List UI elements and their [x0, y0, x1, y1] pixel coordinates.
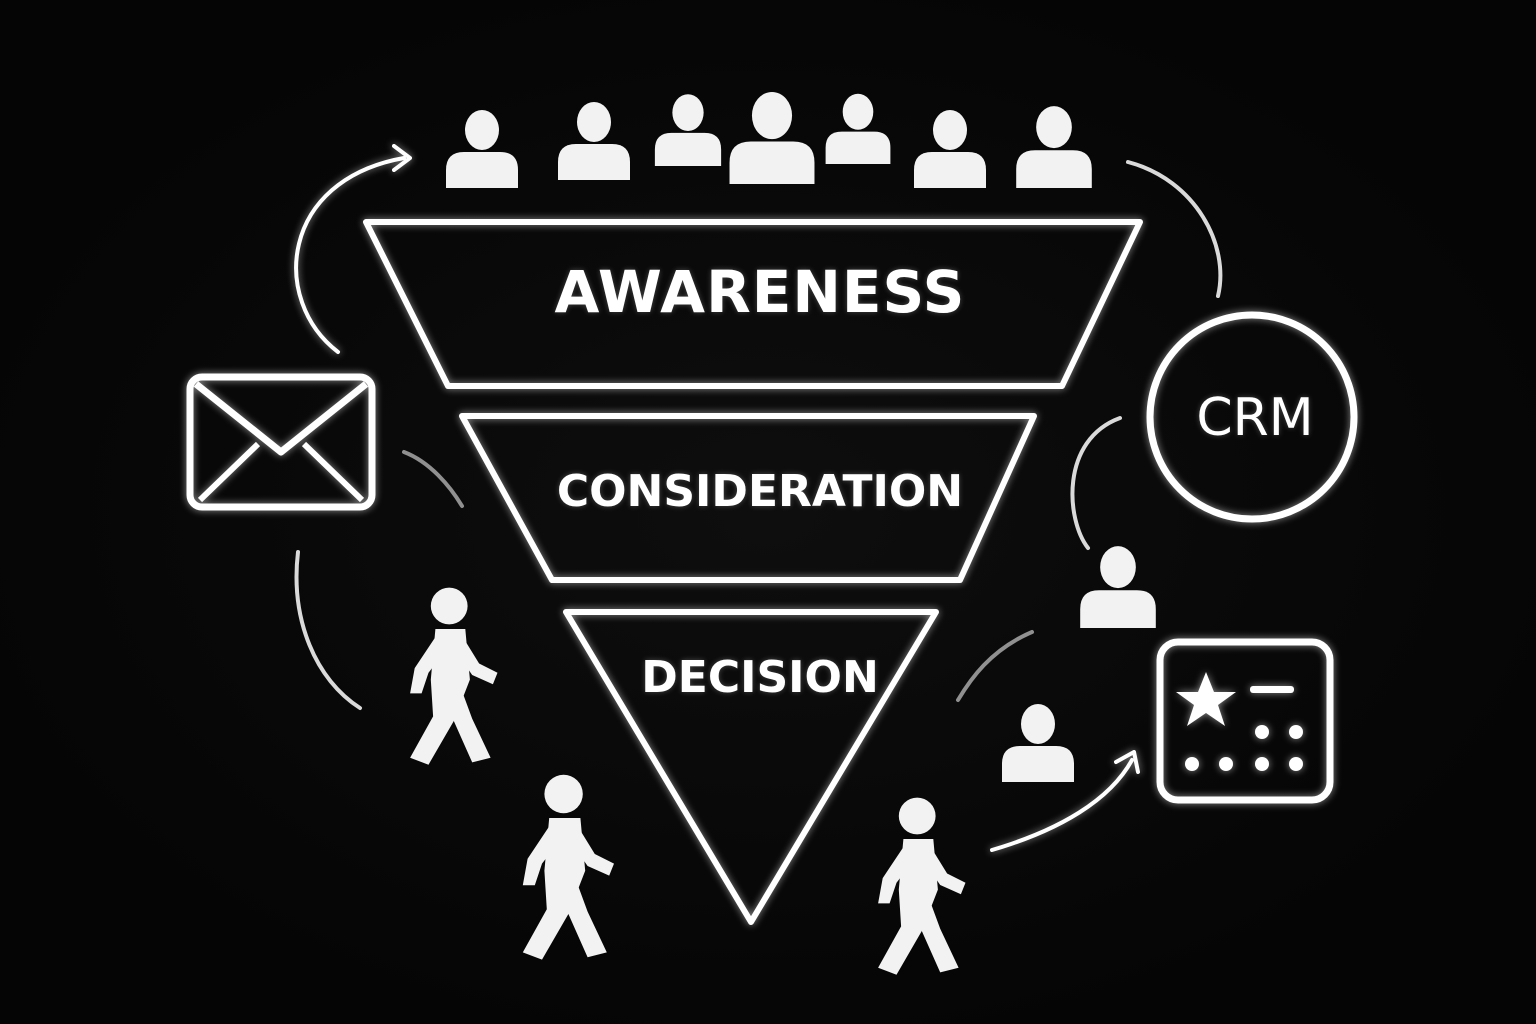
person-icon — [914, 110, 986, 188]
person-icon — [654, 94, 722, 166]
person-icon — [1080, 546, 1156, 628]
funnel-stage-consideration — [459, 413, 1037, 583]
audience-crowd — [446, 91, 1092, 188]
flow-arc-bottom-right — [956, 630, 1034, 702]
crm-label: CRM — [1196, 388, 1314, 448]
flow-arc-left-upper — [402, 450, 464, 508]
flow-arc-right — [1126, 160, 1223, 298]
person-icon — [825, 93, 891, 164]
walking-person-icon — [410, 587, 498, 765]
crm-badge — [1146, 311, 1358, 523]
person-icon — [558, 102, 630, 180]
stage-label-awareness: AWARENESS — [554, 258, 966, 326]
flow-arrow-top-left — [294, 156, 406, 354]
person-icon — [729, 91, 815, 184]
funnel-stage-awareness — [363, 219, 1143, 389]
person-icon — [1002, 704, 1074, 782]
stage-label-consideration: CONSIDERATION — [556, 466, 964, 517]
flow-arc-left — [294, 550, 362, 710]
star-icon — [1176, 672, 1236, 726]
walking-person-icon — [522, 774, 614, 960]
arrowhead-icon — [1114, 750, 1140, 774]
flow-arc-right-middle — [1070, 416, 1122, 550]
envelope-icon — [186, 373, 376, 511]
person-icon — [1016, 106, 1092, 188]
flow-arrow-bottom-right — [990, 758, 1134, 852]
funnel-stage-decision — [563, 609, 939, 925]
rating-card-icon — [1156, 638, 1334, 804]
person-icon — [446, 110, 518, 188]
walking-person-icon — [878, 797, 966, 975]
arrowhead-icon — [392, 144, 412, 172]
stage-label-decision: DECISION — [641, 652, 879, 703]
